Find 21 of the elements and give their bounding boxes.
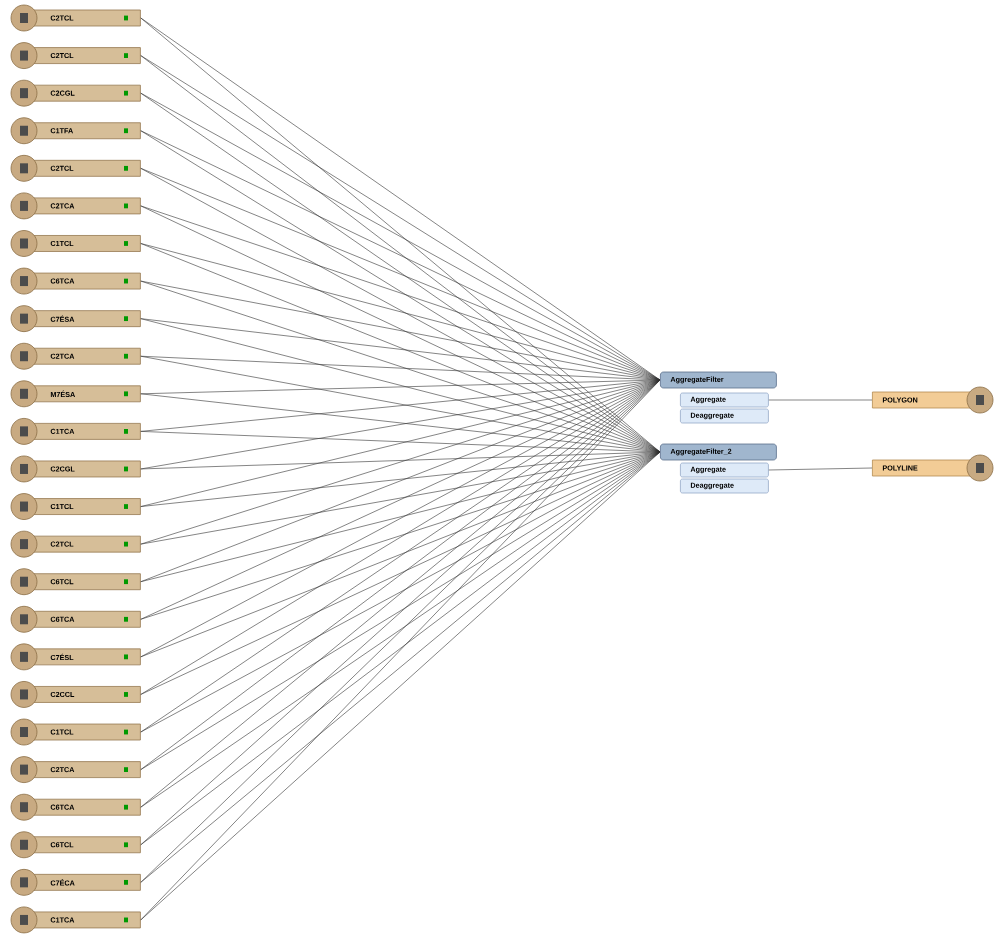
connector: [140, 379, 661, 545]
connector: [140, 318, 661, 453]
connector: [140, 451, 661, 582]
connector: [140, 451, 661, 620]
connector: [140, 355, 661, 453]
connector: [140, 451, 661, 658]
connector: [140, 379, 661, 582]
connector: [140, 379, 661, 395]
connector: [140, 379, 661, 432]
connector: [140, 431, 661, 453]
connector: [140, 379, 661, 507]
connector: [140, 205, 661, 381]
connector: [140, 243, 661, 381]
connector: [140, 280, 661, 381]
connector: [768, 399, 873, 401]
connector: [768, 467, 873, 471]
connector: [140, 379, 661, 470]
connector: [140, 168, 661, 381]
connector: [140, 451, 661, 470]
connector: [140, 451, 661, 545]
connector: [140, 243, 661, 453]
